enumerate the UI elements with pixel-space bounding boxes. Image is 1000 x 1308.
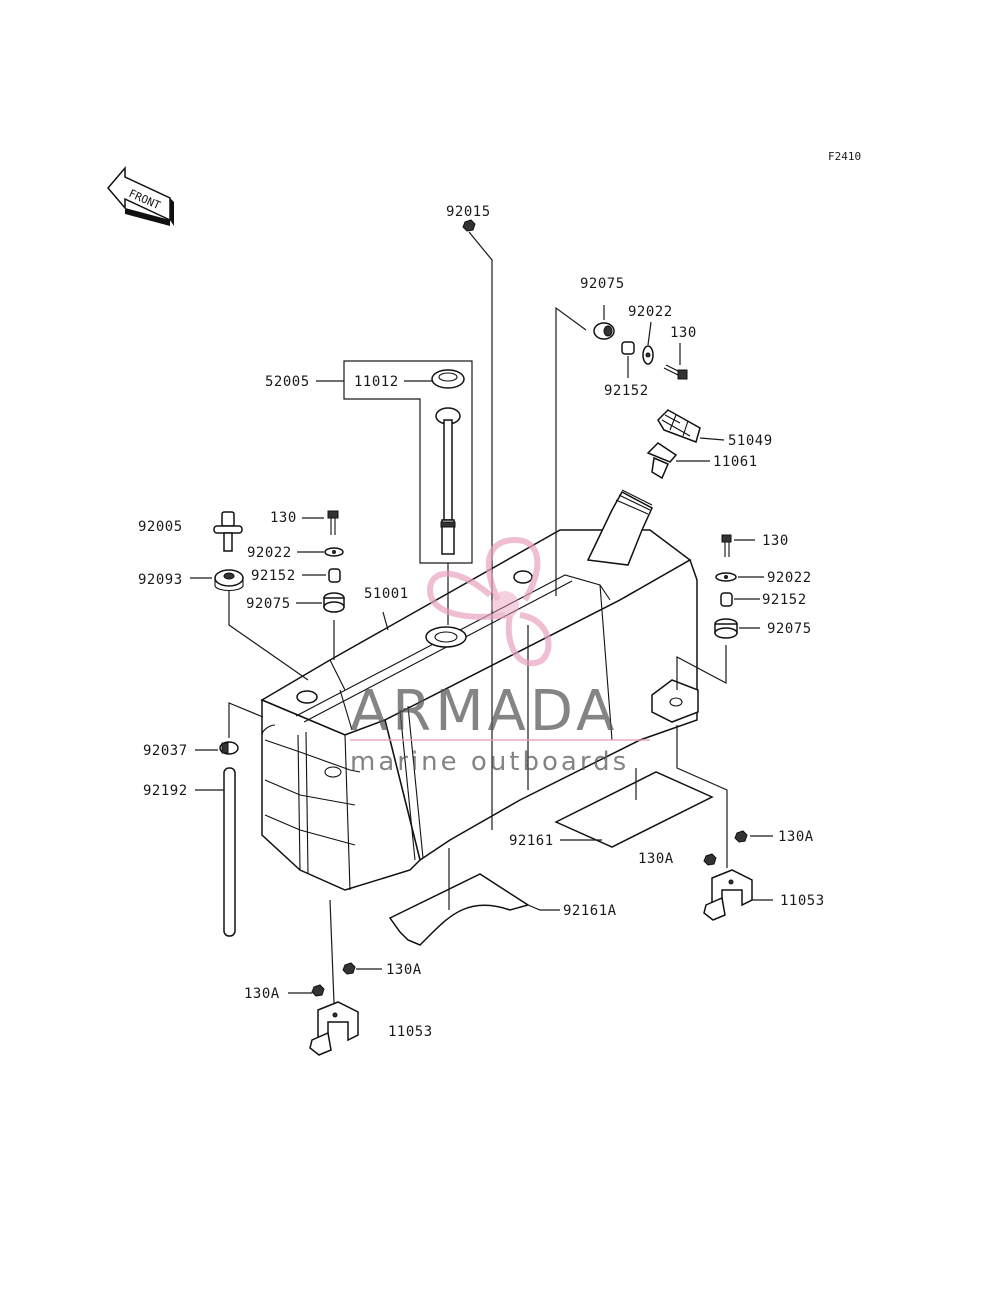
bolt-130A-bottom-right	[342, 962, 356, 975]
hose-92192	[223, 767, 236, 937]
label-92015: 92015	[446, 204, 491, 220]
label-92005: 92005	[138, 519, 183, 535]
label-51049: 51049	[728, 433, 773, 449]
label-52005: 52005	[265, 374, 310, 390]
nut-92015	[462, 219, 476, 232]
label-92022-left: 92022	[247, 545, 292, 561]
label-92022-right: 92022	[767, 570, 812, 586]
filler-cap-51049	[657, 409, 701, 443]
grommet-92093	[214, 569, 244, 592]
label-92093: 92093	[138, 572, 183, 588]
watermark: ARMADA marine outboards	[350, 536, 650, 777]
label-92161A: 92161A	[563, 903, 617, 919]
assembly-bracket-52005	[343, 360, 473, 564]
washer-92022-top	[642, 345, 654, 365]
bolt-130A-bottom-left	[311, 984, 325, 997]
label-11012: 11012	[354, 374, 399, 390]
label-92161: 92161	[509, 833, 554, 849]
bracket-11053-bottom	[309, 1001, 359, 1056]
pad-92161A	[388, 873, 530, 946]
label-130-top: 130	[670, 325, 697, 341]
front-arrow-icon: FRONT	[107, 165, 174, 226]
collar-92152-top	[621, 341, 635, 355]
label-92022-top: 92022	[628, 304, 673, 320]
bracket-11053-right	[703, 869, 753, 921]
leader-lines	[190, 231, 773, 1004]
label-130A-bottom-left: 130A	[244, 986, 280, 1002]
label-92075-right: 92075	[767, 621, 812, 637]
label-11061: 11061	[713, 454, 758, 470]
watermark-brand: ARMADA	[350, 679, 618, 744]
label-51001: 51001	[364, 586, 409, 602]
label-130A-right: 130A	[778, 829, 814, 845]
bolt-130-top	[663, 364, 688, 380]
label-92075-left: 92075	[246, 596, 291, 612]
bolt-130A-mid	[703, 853, 717, 866]
bolt-130-right	[721, 534, 732, 557]
grommet-92075-top	[593, 322, 615, 340]
label-130-left: 130	[270, 510, 297, 526]
gasket-11061	[646, 442, 678, 480]
collar-92152-right	[720, 592, 733, 607]
label-92075-top: 92075	[580, 276, 625, 292]
label-11053-right: 11053	[780, 893, 825, 909]
label-130-right: 130	[762, 533, 789, 549]
bolt-92005	[213, 511, 243, 552]
label-92152-right: 92152	[762, 592, 807, 608]
label-130A-mid: 130A	[638, 851, 674, 867]
watermark-tagline: marine outboards	[350, 747, 629, 777]
label-92037: 92037	[143, 743, 188, 759]
label-92152-top: 92152	[604, 383, 649, 399]
grommet-92075-left	[323, 592, 345, 613]
grommet-92075-right	[714, 618, 738, 639]
pad-92161	[554, 771, 714, 848]
fuel-gauge-unit	[435, 407, 461, 555]
propeller-logo-icon	[426, 536, 552, 667]
diagram-code: F2410	[828, 150, 861, 163]
label-92152-left: 92152	[251, 568, 296, 584]
bolt-130A-right	[734, 830, 748, 843]
label-92192: 92192	[143, 783, 188, 799]
clamp-92037	[219, 741, 239, 755]
fuel-tank	[260, 489, 699, 891]
label-11053-bottom: 11053	[388, 1024, 433, 1040]
label-130A-bottom-right: 130A	[386, 962, 422, 978]
gasket-11012	[431, 369, 465, 389]
bolt-130-left	[327, 510, 339, 535]
collar-92152-left	[328, 568, 341, 583]
